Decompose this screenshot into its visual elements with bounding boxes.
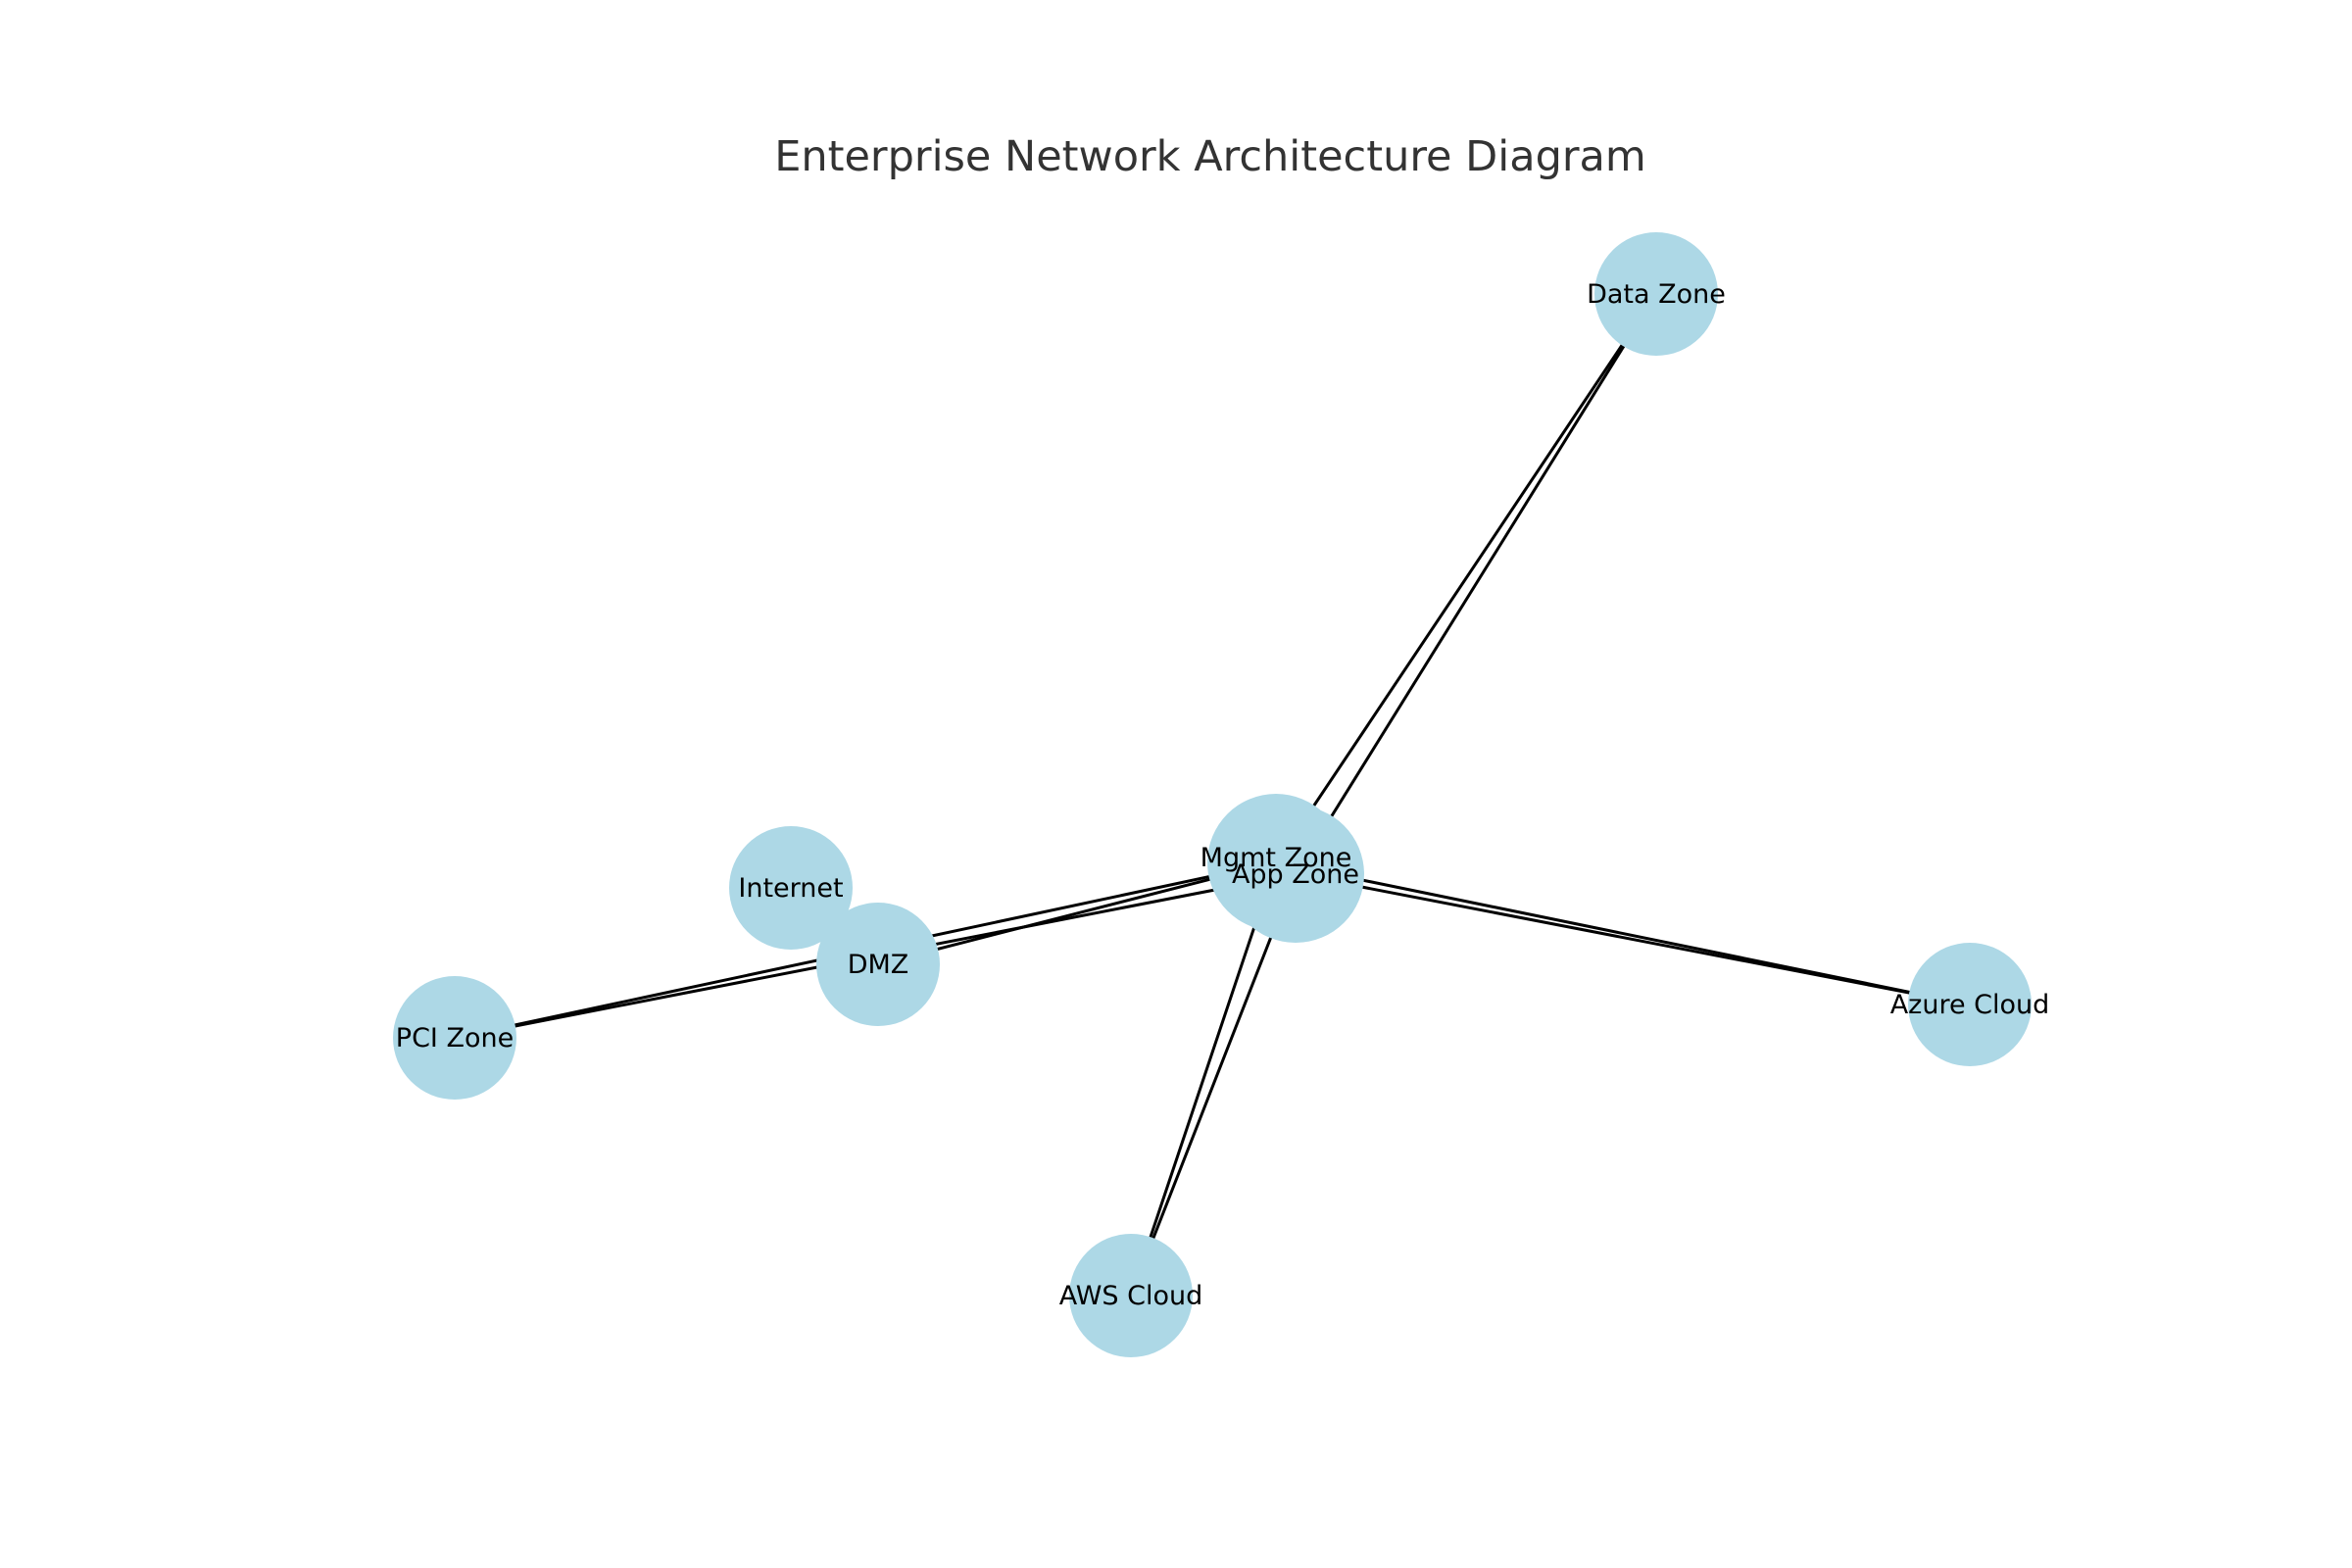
node-label-dmz: DMZ	[848, 950, 909, 980]
node-label-data: Data Zone	[1587, 279, 1726, 310]
node-label-internet: Internet	[738, 873, 843, 904]
node-aws[interactable]	[1069, 1234, 1193, 1357]
edge-app-aws	[1129, 873, 1298, 1297]
node-label-app: App Zone	[1232, 859, 1359, 890]
node-data[interactable]	[1594, 232, 1718, 356]
diagram-title: Enterprise Network Architecture Diagram	[774, 132, 1646, 181]
edge-app-data	[1294, 293, 1658, 875]
edge-mgmt-aws	[1129, 861, 1278, 1297]
node-label-azure: Azure Cloud	[1890, 990, 2050, 1020]
node-internet[interactable]	[729, 826, 853, 950]
node-label-pci: PCI Zone	[396, 1023, 514, 1054]
edge-app-azure	[1295, 872, 1971, 1006]
node-azure[interactable]	[1908, 943, 2032, 1066]
nodes-layer	[393, 232, 2032, 1357]
edge-mgmt-data	[1274, 293, 1658, 863]
node-app[interactable]	[1227, 806, 1364, 943]
node-dmz[interactable]	[816, 903, 940, 1026]
node-pci[interactable]	[393, 976, 516, 1100]
node-label-aws: AWS Cloud	[1059, 1281, 1203, 1311]
node-label-mgmt: Mgmt Zone	[1200, 843, 1352, 873]
